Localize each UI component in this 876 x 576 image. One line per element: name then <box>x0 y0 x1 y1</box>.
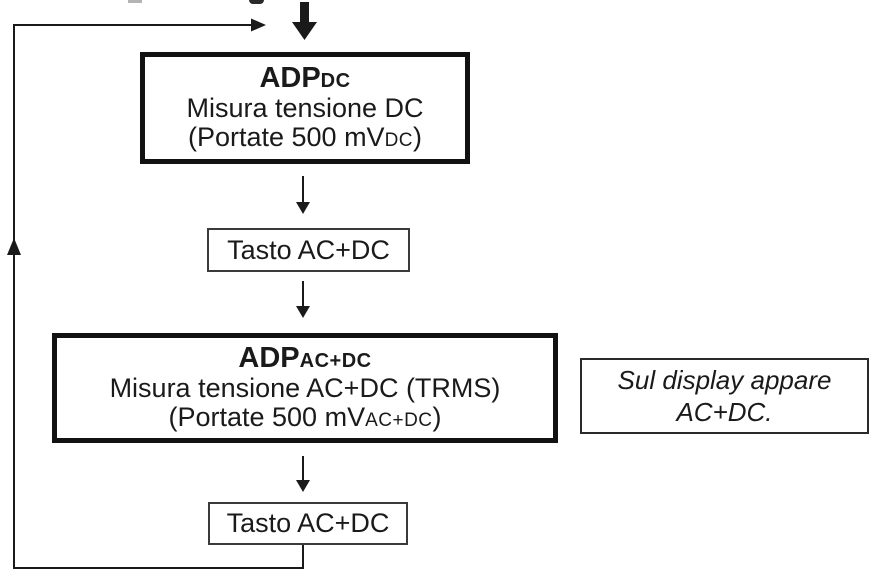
cutoff-text-remnant <box>249 0 264 4</box>
adp-acdc-box: ADPAC+DC Misura tensione AC+DC (TRMS) (P… <box>52 333 558 443</box>
display-note-box: Sul display appare AC+DC. <box>580 358 869 434</box>
down-arrowhead <box>296 306 310 318</box>
adp-acdc-title-sub: AC+DC <box>299 350 372 373</box>
entry-arrow-stem <box>300 2 309 23</box>
down-arrowhead <box>296 480 310 492</box>
adp-dc-title: ADPDC <box>259 63 350 93</box>
adp-dc-title-main: ADP <box>259 62 321 95</box>
display-note-line2: AC+DC. <box>676 397 773 427</box>
tasto-acdc-button-2: Tasto AC+DC <box>208 502 408 545</box>
tasto-acdc-label: Tasto AC+DC <box>227 234 390 265</box>
cutoff-text-remnant <box>128 0 142 3</box>
adp-dc-line2: Misura tensione DC <box>186 92 424 123</box>
adp-dc-title-sub: DC <box>320 70 351 93</box>
tasto-acdc-button-1: Tasto AC+DC <box>207 228 410 272</box>
down-arrowhead <box>296 202 310 214</box>
adp-dc-line3-pre: (Portate 500 mV <box>187 122 385 153</box>
adp-dc-line3-sub: DC <box>384 130 414 152</box>
adp-dc-line3: (Portate 500 mVDC) <box>187 122 423 153</box>
display-note-line1: Sul display appare <box>617 364 832 395</box>
feedback-right-arrowhead <box>251 18 266 32</box>
adp-dc-line3-post: ) <box>413 122 423 153</box>
feedback-loop-line <box>13 24 304 569</box>
adp-acdc-line3: (Portate 500 mVAC+DC) <box>168 402 442 433</box>
feedback-up-arrowhead <box>7 238 21 255</box>
adp-acdc-line3-post: ) <box>432 402 442 433</box>
entry-arrow-head <box>292 22 317 40</box>
adp-acdc-line3-sub: AC+DC <box>365 410 433 432</box>
adp-acdc-title: ADPAC+DC <box>238 343 371 373</box>
adp-acdc-line3-pre: (Portate 500 mV <box>168 402 366 433</box>
tasto-acdc-label: Tasto AC+DC <box>226 508 390 538</box>
adp-acdc-title-main: ADP <box>238 342 300 375</box>
adp-dc-box: ADPDC Misura tensione DC (Portate 500 mV… <box>140 52 470 164</box>
adp-acdc-line2: Misura tensione AC+DC (TRMS) <box>109 372 501 403</box>
